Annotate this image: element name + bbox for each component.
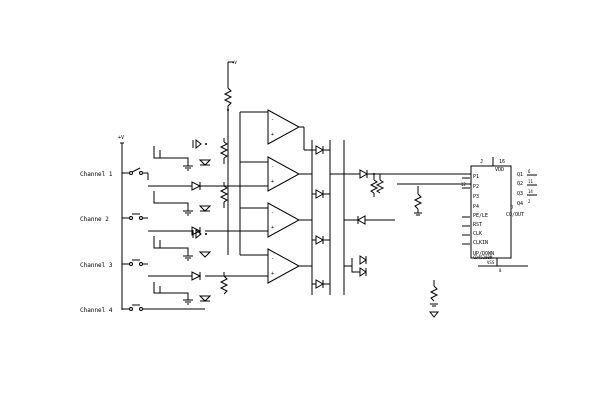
chip-pin-4-label: P4 (473, 204, 479, 210)
channel-3-switch (122, 259, 148, 266)
chip-out-2-label: Q2 (517, 181, 523, 187)
chip-out-3-num: 14 (528, 189, 533, 194)
chip-vcc-pin: 16 (499, 159, 505, 165)
chip-pin-3-label: P3 (473, 194, 479, 200)
channel-4-label: Channel 4 (80, 307, 113, 314)
svg-text:+: + (271, 271, 274, 277)
bias-resistors (219, 138, 229, 295)
channel-4-switch (122, 304, 205, 311)
comparator-1: - + (267, 109, 305, 150)
channel-2-switch (122, 213, 148, 220)
supply-label-top: +V (232, 60, 237, 65)
chip-out-4-label: Q4 (517, 201, 523, 207)
svg-text:-: - (271, 210, 274, 216)
chip-out-3-label: Q3 (517, 191, 523, 197)
channel-2-label: Channe 2 (80, 216, 109, 223)
svg-text:-: - (271, 256, 274, 262)
chip-ref: J (480, 159, 483, 165)
svg-text:+: + (271, 132, 274, 138)
chip-body (470, 165, 512, 259)
input-network-3 (148, 228, 212, 281)
chip-out-5-label: CO/OUT (506, 212, 524, 218)
comparator-3: - + (205, 202, 312, 238)
chip-out-1-num: 6 (528, 169, 531, 174)
chip-pin-5-label: PE/LE (473, 213, 488, 219)
input-network-2 (148, 191, 212, 236)
output-diode-matrix (304, 140, 388, 295)
chip-out-5-num: 7 (511, 205, 514, 210)
channel-1-label: Channel 1 (80, 171, 113, 178)
svg-text:+: + (271, 225, 274, 231)
chip-out-2-num: 11 (528, 179, 533, 184)
chip-pin-9-label: UP/DOWN (473, 251, 494, 257)
svg-text:-: - (271, 117, 274, 123)
counter-chip: J 16 VDD P1 12 P2 P3 P4 PE/LE RST CLK CL… (380, 157, 537, 273)
svg-text:+: + (271, 179, 274, 185)
input-network-1 (148, 138, 212, 191)
chip-pin-8-label: CLKIN (473, 240, 488, 246)
chip-pin-7-label: CLK (473, 231, 482, 237)
chip-out-1-label: Q1 (517, 172, 523, 178)
input-network-4 (153, 282, 212, 305)
chip-vss-label: VSS (487, 260, 495, 265)
chip-pin-2-label: P2 (473, 184, 479, 190)
comparator-4: - + (205, 248, 312, 284)
chip-pin-2-num: 12 (461, 182, 466, 187)
pulldown-resistors (369, 173, 440, 318)
supply-rail-left: +V (118, 135, 124, 310)
chip-part-number: CD4520BM (473, 255, 493, 260)
channel-3-label: Channel 3 (80, 262, 113, 269)
reference-divider: +V (223, 60, 268, 255)
chip-vcc-label: VDD (495, 167, 504, 173)
chip-out-4-num: 2 (528, 199, 531, 204)
svg-text:-: - (271, 164, 274, 170)
supply-label-left: +V (118, 135, 124, 141)
comparator-2: - + (205, 156, 312, 192)
chip-pin-1-label: P1 (473, 174, 479, 180)
channel-1-switch (122, 167, 149, 180)
chip-gnd-pin: 8 (499, 268, 502, 273)
chip-pin-6-label: RST (473, 222, 482, 228)
